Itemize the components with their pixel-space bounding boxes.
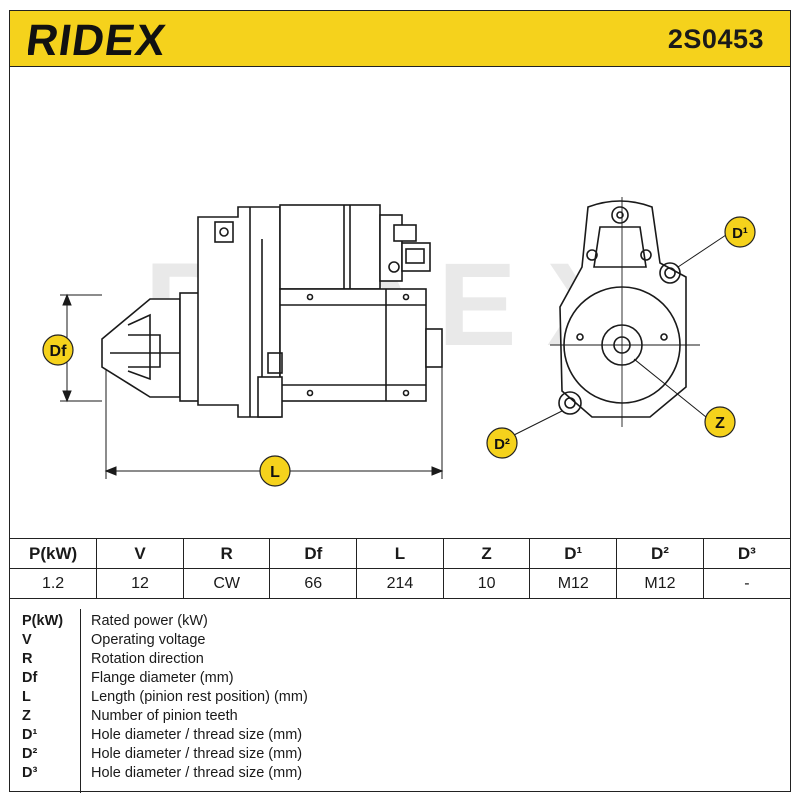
spec-header-cell: V	[96, 539, 184, 569]
df-callout: Df	[42, 334, 74, 366]
d2-callout: D²	[486, 410, 563, 459]
legend-desc: Hole diameter / thread size (mm)	[91, 746, 303, 762]
spec-value-cell: M12	[616, 568, 704, 599]
spec-header-cell: D²	[616, 539, 704, 569]
l-callout: L	[259, 455, 291, 487]
l-callout-label: L	[270, 464, 280, 481]
product-sheet: RIDEX 2S0453 RIDEX	[9, 10, 791, 793]
legend-desc: Length (pinion rest position) (mm)	[91, 689, 308, 705]
legend-row: L Length (pinion rest position) (mm)	[10, 689, 790, 707]
side-view	[101, 204, 443, 418]
spec-value-cell: 1.2	[10, 568, 98, 599]
spec-value-cell: 214	[356, 568, 444, 599]
spec-header-row: P(kW) V R Df L Z D¹ D² D³	[10, 539, 790, 569]
legend-divider	[80, 609, 81, 793]
d1-callout: D¹	[677, 216, 756, 268]
d1-callout-label: D¹	[732, 225, 748, 242]
legend-row: P(kW) Rated power (kW)	[10, 613, 790, 631]
legend-desc: Operating voltage	[91, 632, 206, 648]
legend-desc: Rated power (kW)	[91, 613, 208, 629]
d2-callout-label: D²	[494, 436, 510, 453]
legend-row: Df Flange diameter (mm)	[10, 670, 790, 688]
legend-key: P(kW)	[22, 613, 64, 629]
spec-value-cell: 66	[269, 568, 358, 599]
spec-value-cell: M12	[529, 568, 618, 599]
end-view	[558, 200, 687, 418]
legend-desc: Flange diameter (mm)	[91, 670, 234, 686]
spec-value-cell: -	[702, 568, 790, 599]
legend-row: V Operating voltage	[10, 632, 790, 650]
z-callout: Z	[633, 358, 736, 438]
legend-key: Df	[22, 670, 38, 686]
spec-table: P(kW) V R Df L Z D¹ D² D³ 1.2 12 CW 66 2…	[10, 539, 790, 599]
spec-header-cell: L	[356, 539, 444, 569]
starter-motor-drawing: RIDEX	[42, 197, 756, 487]
spec-value-cell: 12	[96, 568, 184, 599]
legend-row: Z Number of pinion teeth	[10, 708, 790, 726]
legend-desc: Rotation direction	[91, 651, 204, 667]
legend: P(kW) Rated power (kW) V Operating volta…	[10, 609, 790, 793]
legend-key: R	[22, 651, 33, 667]
spec-header-cell: D³	[702, 539, 790, 569]
legend-desc: Hole diameter / thread size (mm)	[91, 765, 303, 781]
spec-header-cell: R	[182, 539, 271, 569]
legend-key: D¹	[22, 727, 38, 743]
legend-row: D² Hole diameter / thread size (mm)	[10, 746, 790, 764]
df-callout-label: Df	[50, 343, 68, 360]
legend-desc: Number of pinion teeth	[91, 708, 238, 724]
spec-header-cell: P(kW)	[10, 539, 98, 569]
spec-header-cell: Df	[269, 539, 358, 569]
end-view-axes	[550, 197, 700, 427]
legend-row: D¹ Hole diameter / thread size (mm)	[10, 727, 790, 745]
technical-drawing: RIDEX	[10, 67, 790, 539]
spec-value-row: 1.2 12 CW 66 214 10 M12 M12 -	[10, 568, 790, 599]
legend-key: V	[22, 632, 32, 648]
legend-key: D²	[22, 746, 38, 762]
legend-row: R Rotation direction	[10, 651, 790, 669]
spec-header-cell: D¹	[529, 539, 618, 569]
legend-desc: Hole diameter / thread size (mm)	[91, 727, 303, 743]
part-number: 2S0453	[667, 24, 764, 54]
brand-logo: RIDEX	[28, 16, 169, 63]
legend-key: Z	[22, 708, 31, 724]
brand-logo-text: RIDEX	[28, 16, 169, 63]
spec-header-cell: Z	[442, 539, 531, 569]
legend-row: D³ Hole diameter / thread size (mm)	[10, 765, 790, 783]
spec-value-cell: CW	[182, 568, 271, 599]
spec-value-cell: 10	[442, 568, 531, 599]
legend-key: D³	[22, 765, 38, 781]
z-callout-label: Z	[715, 415, 725, 432]
legend-key: L	[22, 689, 31, 705]
header-bar: RIDEX 2S0453	[10, 11, 790, 67]
